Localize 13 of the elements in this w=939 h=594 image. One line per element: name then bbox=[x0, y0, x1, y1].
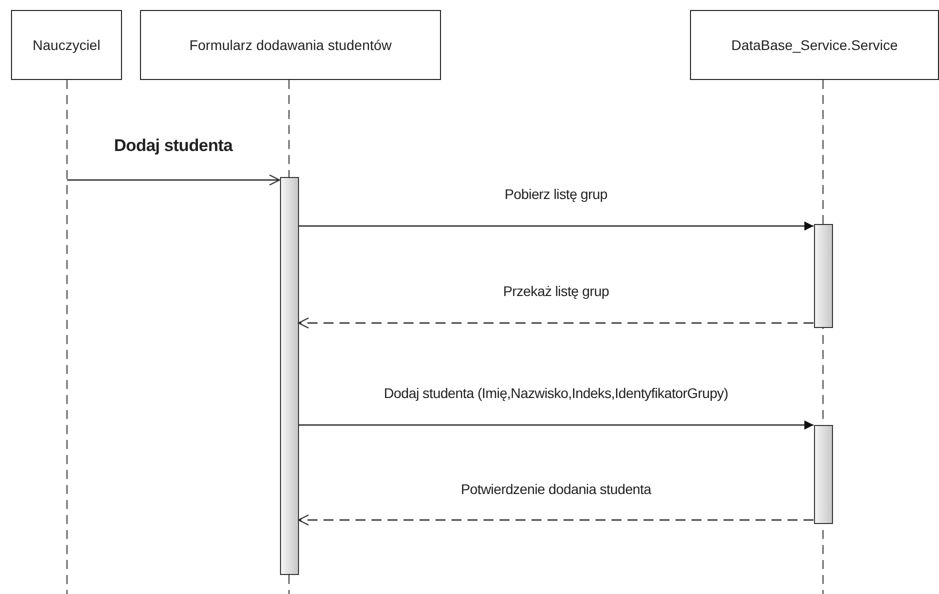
message-arrow bbox=[298, 317, 814, 329]
message-arrow bbox=[298, 221, 814, 231]
message-arrow bbox=[298, 420, 814, 430]
message-arrow bbox=[67, 174, 280, 186]
participant-box: DataBase_Service.Service bbox=[690, 10, 939, 80]
activation-bar bbox=[814, 425, 832, 524]
activation-bar bbox=[280, 177, 298, 575]
edge-label: Przekaż listę grup bbox=[501, 283, 611, 299]
participant-box: Formularz dodawania studentów bbox=[140, 10, 441, 80]
edge-label: Pobierz listę grup bbox=[502, 186, 610, 202]
activation-bar bbox=[814, 224, 832, 328]
message-arrow bbox=[298, 514, 814, 526]
participant-box: Nauczyciel bbox=[11, 10, 122, 80]
